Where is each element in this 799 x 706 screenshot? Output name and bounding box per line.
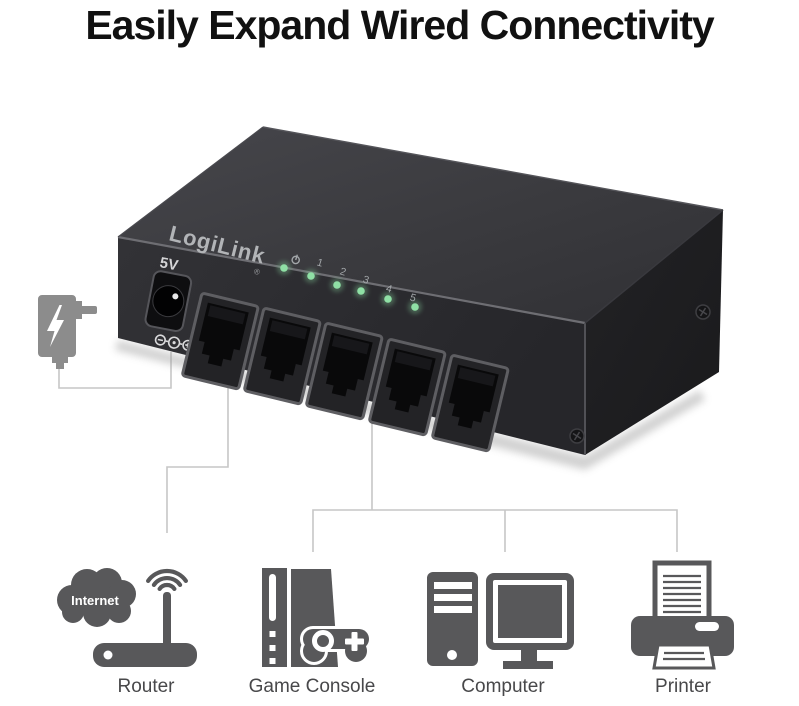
printed-text-lines [663,574,701,614]
led-label-3: 3 [361,274,370,287]
led-dots [277,261,422,314]
computer-label: Computer [461,676,545,697]
port-led [411,303,419,311]
led-indicators: 1 2 3 4 5 [277,254,422,314]
ethernet-ports [181,292,510,453]
port-led [333,281,341,289]
edge-highlight [117,235,586,325]
connector-lines [58,352,678,552]
ethernet-port-5 [431,354,510,453]
wifi-icon [146,568,188,591]
power-port-label: 5V [158,254,179,274]
game-console-label: Game Console [249,676,376,697]
connector-line-lan-branch [312,418,678,552]
edge-highlight [584,209,724,324]
peripheral-labels: Router Game Console Computer Printer [117,676,711,697]
network-switch: LogiLink ® 1 2 3 [115,126,724,470]
edge-highlight [262,126,724,211]
gamepad-icon [300,626,372,665]
ethernet-port-3 [305,322,384,421]
power-adapter-icon [38,295,97,369]
led-label-5: 5 [408,292,417,305]
led-label-4: 4 [384,283,393,296]
power-icon [291,254,301,265]
ethernet-port-4 [368,338,447,437]
ethernet-port-1 [181,292,260,391]
connector-line-router [166,374,229,533]
page-title: Easily Expand Wired Connectivity [85,2,714,48]
port-led [357,287,365,295]
edge-highlight [117,126,264,238]
router-antenna [163,592,171,648]
router-label: Router [117,676,175,697]
ethernet-port-2 [243,307,322,406]
led-label-2: 2 [338,266,347,279]
switch-side-face [585,210,723,455]
led-label-1: 1 [315,257,324,270]
power-led [280,264,288,272]
switch-top-face [118,127,723,323]
screw-icon [569,428,585,444]
dc-power-jack [144,270,193,333]
game-console-icon [262,568,372,667]
internet-cloud-label: Internet [71,593,119,608]
printer-output-sheet [652,643,716,670]
led-labels: 1 2 3 4 5 [315,257,417,305]
router-body [93,643,197,667]
connector-line-power [58,352,172,389]
port-led [307,272,315,280]
port-led [384,295,392,303]
lightning-bolt-icon [47,305,64,347]
internet-cloud-icon [57,568,136,627]
printer-icon [631,560,734,670]
screws [569,304,711,444]
router-icon: Internet [57,568,197,667]
computer-icon [427,572,574,669]
screw-icon [695,304,711,320]
monitor [486,573,574,669]
printer-label: Printer [655,676,712,697]
registered-mark: ® [253,267,261,277]
